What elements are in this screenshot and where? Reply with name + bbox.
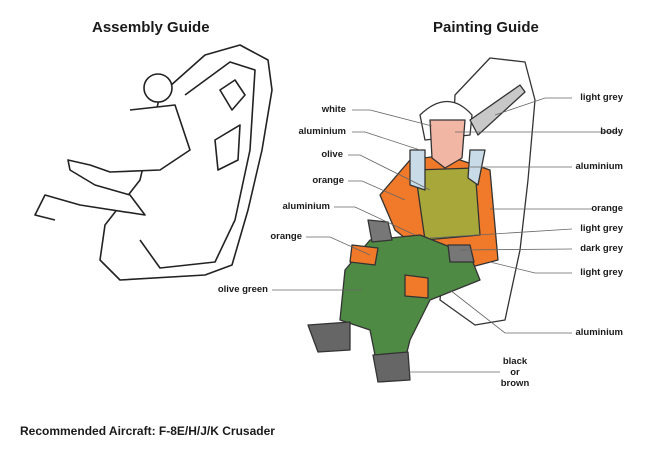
recommended-aircraft: Recommended Aircraft: F-8E/H/J/K Crusade… — [20, 424, 275, 438]
label-olive: olive — [321, 149, 343, 160]
label-orange-suit: orange — [591, 203, 623, 214]
label-boots-line3: brown — [500, 378, 530, 389]
label-aluminium-leg: aluminium — [575, 327, 623, 338]
label-dark-grey: dark grey — [580, 243, 623, 254]
label-orange-arm: orange — [312, 175, 344, 186]
leader-lines — [272, 97, 620, 373]
painting-figure — [307, 57, 536, 383]
label-aluminium-collar: aluminium — [298, 126, 346, 137]
label-light-grey-strap: light grey — [580, 92, 623, 103]
label-boots-line1: black — [502, 356, 528, 367]
label-aluminium-buckle: aluminium — [282, 201, 330, 212]
label-olive-green: olive green — [217, 284, 268, 295]
label-orange-knee: orange — [270, 231, 302, 242]
assembly-guide-title: Assembly Guide — [92, 19, 210, 36]
painting-guide-title: Painting Guide — [433, 19, 539, 36]
label-body: body — [600, 126, 623, 137]
label-boots: black or brown — [500, 356, 530, 389]
label-boots-line2: or — [510, 367, 520, 378]
assembly-drawing — [34, 44, 273, 281]
label-white: white — [321, 104, 346, 115]
label-aluminium-harness: aluminium — [575, 161, 623, 172]
label-light-grey-leg: light grey — [580, 267, 623, 278]
label-light-grey-belt: light grey — [580, 223, 623, 234]
